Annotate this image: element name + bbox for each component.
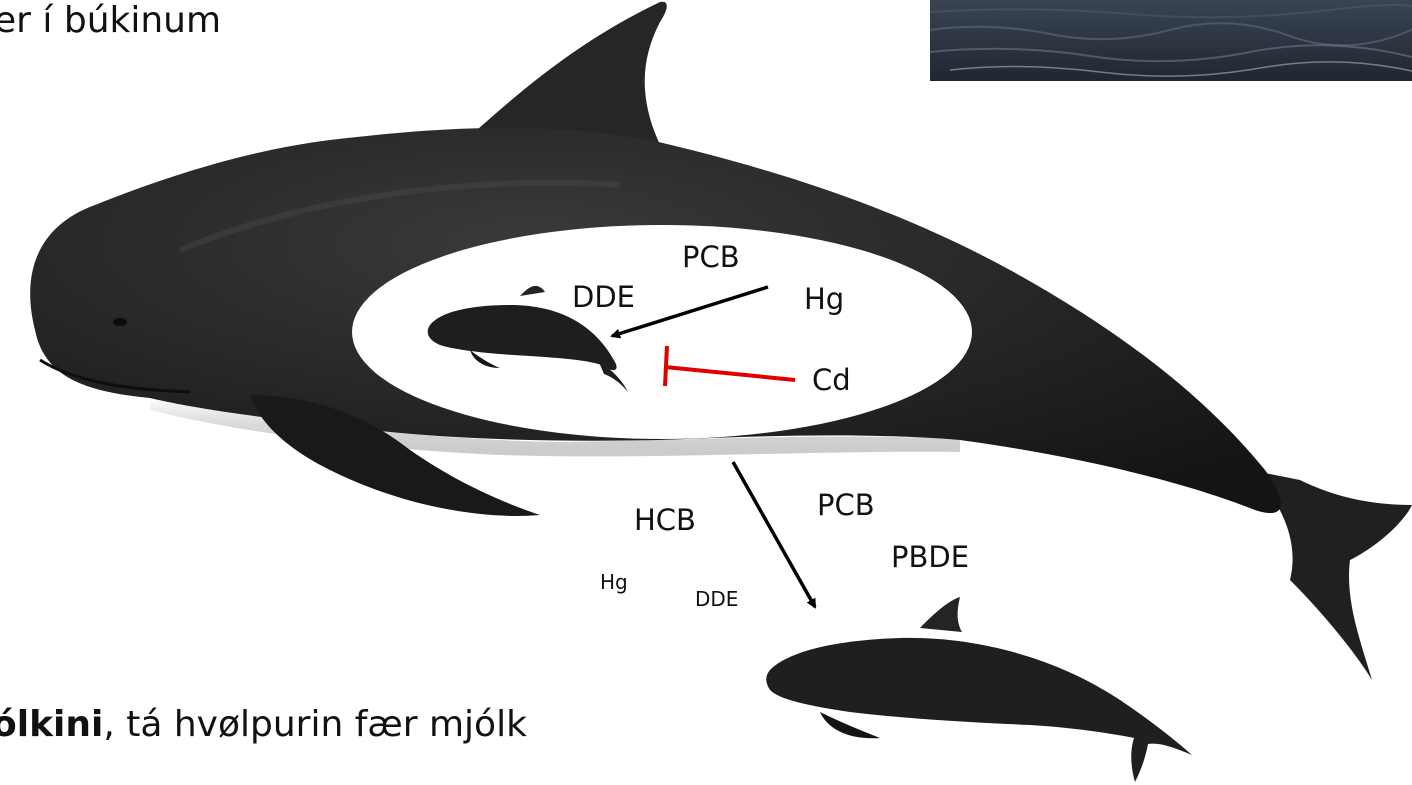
- label-pcb-inside: PCB: [682, 240, 740, 274]
- label-dde-milk: DDE: [695, 587, 738, 611]
- label-hg-milk: Hg: [600, 570, 628, 594]
- milk-transfer-arrow: [733, 462, 815, 607]
- label-hg-inside: Hg: [804, 282, 844, 316]
- label-pcb-milk: PCB: [817, 488, 875, 522]
- caption-top: er í búkinum: [0, 0, 221, 41]
- label-pbde-milk: PBDE: [891, 540, 969, 574]
- label-hcb-milk: HCB: [634, 503, 696, 537]
- label-cd-inside: Cd: [812, 363, 851, 397]
- label-dde-inside: DDE: [572, 280, 635, 314]
- caption-bottom-bold: ólkini: [0, 704, 103, 745]
- whale-eye: [113, 318, 127, 326]
- caption-bottom: ólkini, tá hvølpurin fær mjólk: [0, 704, 527, 745]
- calf-whale: [766, 597, 1192, 782]
- caption-bottom-rest: , tá hvølpurin fær mjólk: [103, 704, 527, 745]
